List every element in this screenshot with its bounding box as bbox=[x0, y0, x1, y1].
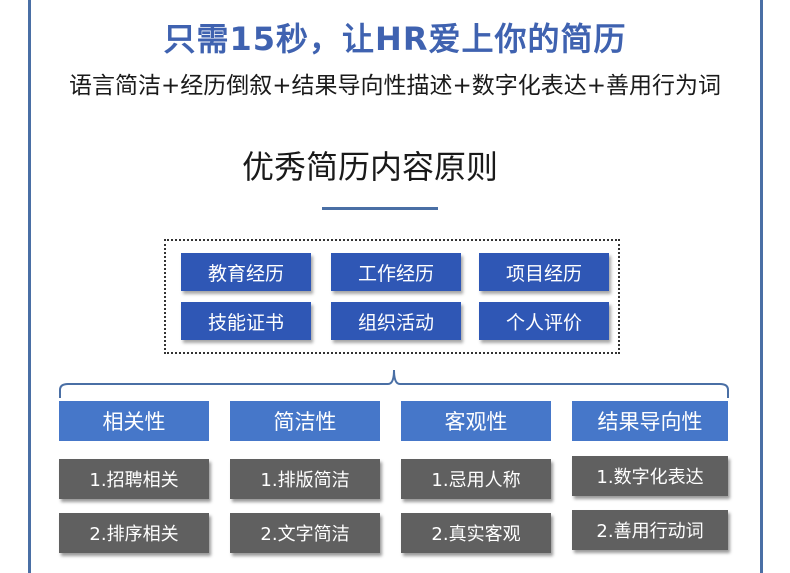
item-objectivity-1: 1.忌用人称 bbox=[401, 459, 551, 499]
tile-education: 教育经历 bbox=[181, 253, 311, 291]
category-relevance: 相关性 bbox=[59, 401, 209, 441]
tile-activities: 组织活动 bbox=[331, 302, 461, 340]
tile-project: 项目经历 bbox=[479, 253, 609, 291]
tile-self-evaluation: 个人评价 bbox=[479, 302, 609, 340]
item-result-1: 1.数字化表达 bbox=[572, 456, 728, 496]
item-result-2: 2.善用行动词 bbox=[572, 510, 728, 550]
category-conciseness: 简洁性 bbox=[230, 401, 380, 441]
tile-work: 工作经历 bbox=[331, 253, 461, 291]
item-objectivity-2: 2.真实客观 bbox=[401, 513, 551, 553]
item-relevance-1: 1.招聘相关 bbox=[59, 459, 209, 499]
tile-skills: 技能证书 bbox=[181, 302, 311, 340]
title-underline bbox=[322, 207, 438, 210]
brace-connector bbox=[59, 369, 729, 398]
principle-box bbox=[164, 239, 620, 354]
subline: 语言简洁+经历倒叙+结果导向性描述+数字化表达+善用行为词 bbox=[68, 73, 722, 99]
item-relevance-2: 2.排序相关 bbox=[59, 513, 209, 553]
left-frame-line bbox=[28, 0, 31, 573]
right-frame-line bbox=[760, 0, 763, 573]
category-result-oriented: 结果导向性 bbox=[572, 401, 728, 441]
section-title: 优秀简历内容原则 bbox=[241, 148, 498, 186]
category-objectivity: 客观性 bbox=[401, 401, 551, 441]
headline: 只需15秒，让HR爱上你的简历 bbox=[163, 20, 627, 58]
item-conciseness-2: 2.文字简洁 bbox=[230, 513, 380, 553]
item-conciseness-1: 1.排版简洁 bbox=[230, 459, 380, 499]
